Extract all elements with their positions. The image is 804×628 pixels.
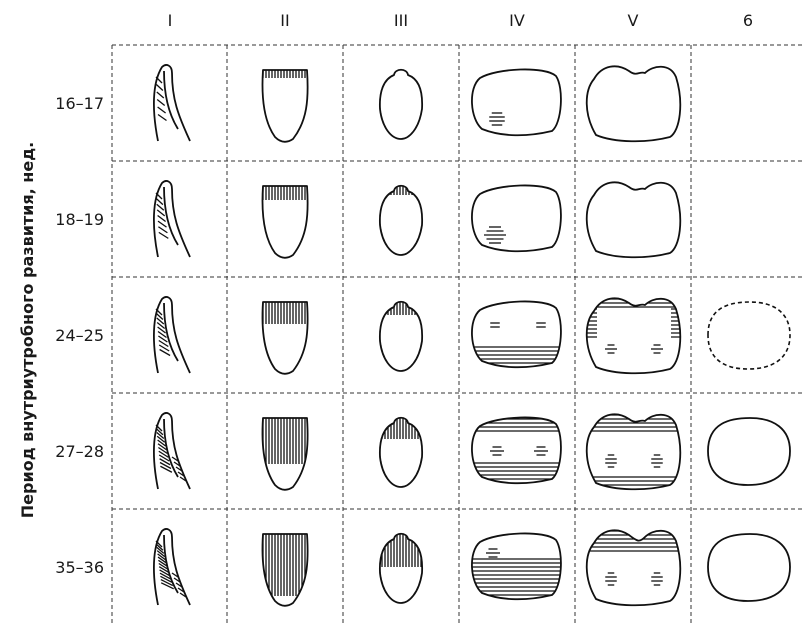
tooth-outline <box>587 66 681 141</box>
tooth-canine <box>379 533 422 603</box>
hatch-line <box>158 227 167 233</box>
tooth-incisor-front <box>263 418 308 490</box>
tooth-outline <box>587 298 681 373</box>
hatch-line <box>158 221 167 227</box>
tooth-molar <box>587 182 681 257</box>
hatch-line <box>156 199 163 205</box>
tooth-outline <box>708 418 790 485</box>
column-header: 6 <box>743 11 753 30</box>
tooth-round <box>708 418 790 485</box>
hatch-line <box>160 466 172 472</box>
column-header: III <box>394 11 408 30</box>
tooth-outline <box>154 65 190 141</box>
tooth-outline <box>380 302 422 371</box>
tooth-round <box>708 302 790 369</box>
hatch-line <box>156 429 163 435</box>
tooth-incisor-lateral <box>154 65 190 141</box>
hatch-line <box>159 232 169 238</box>
tooth-cells <box>154 65 790 606</box>
hatch-line <box>158 115 167 121</box>
tooth-outline <box>472 301 561 367</box>
tooth-canine <box>379 185 422 255</box>
tooth-outline <box>472 185 561 251</box>
tooth-incisor-front <box>263 302 308 374</box>
hatch-line <box>157 100 165 106</box>
grid-lines <box>112 45 804 624</box>
row-header: 16–17 <box>55 94 104 113</box>
tooth-incisor-front <box>263 534 308 606</box>
tooth-molar <box>587 66 681 141</box>
row-header: 24–25 <box>55 326 104 345</box>
tooth-premolar <box>471 533 561 599</box>
y-axis-label: Период внутриутробного развития, нед. <box>18 142 37 518</box>
tooth-outline <box>472 69 561 135</box>
tooth-edge <box>164 303 178 361</box>
row-headers: 16–17 18–19 24–25 27–28 35–36 <box>55 94 104 577</box>
tooth-incisor-lateral <box>154 181 190 257</box>
tooth-canine <box>379 301 422 371</box>
tooth-outline <box>380 186 422 255</box>
tooth-incisor-lateral <box>154 297 190 373</box>
hatch-line <box>157 210 165 216</box>
tooth-incisor-lateral <box>154 413 190 489</box>
tooth-incisor-front <box>263 70 308 142</box>
column-header: IV <box>509 11 525 30</box>
row-header: 35–36 <box>55 558 104 577</box>
tooth-molar <box>587 414 681 489</box>
tooth-canine <box>380 70 422 139</box>
tooth-outline <box>380 418 422 487</box>
tooth-outline <box>380 70 422 139</box>
tooth-outline <box>708 534 790 601</box>
hatch-line <box>157 92 164 98</box>
tooth-outline <box>154 297 190 373</box>
tooth-premolar <box>471 417 561 483</box>
tooth-molar <box>587 530 681 605</box>
tooth-premolar <box>472 185 561 251</box>
tooth-premolar <box>471 301 561 367</box>
column-header: V <box>628 11 639 30</box>
tooth-incisor-lateral <box>154 529 190 605</box>
column-header: II <box>280 11 289 30</box>
tooth-outline <box>708 302 790 369</box>
tooth-incisor-front <box>263 186 308 258</box>
tooth-outline <box>587 182 681 257</box>
tooth-outline <box>154 181 190 257</box>
tooth-outline <box>263 70 308 142</box>
hatch-line <box>156 85 163 91</box>
hatch-line <box>157 204 164 210</box>
tooth-canine <box>379 417 422 487</box>
tooth-outline <box>587 414 681 489</box>
hatch-line <box>158 216 166 222</box>
hatch-line <box>158 107 166 113</box>
column-header: I <box>168 11 173 30</box>
column-headers: IIIIIIIVV6 <box>168 11 753 30</box>
tooth-round <box>708 534 790 601</box>
tooth-outline <box>587 530 681 605</box>
row-header: 18–19 <box>55 210 104 229</box>
tooth-premolar <box>472 69 561 135</box>
tooth-outline <box>380 534 422 603</box>
row-header: 27–28 <box>55 442 104 461</box>
tooth-molar <box>587 298 681 373</box>
